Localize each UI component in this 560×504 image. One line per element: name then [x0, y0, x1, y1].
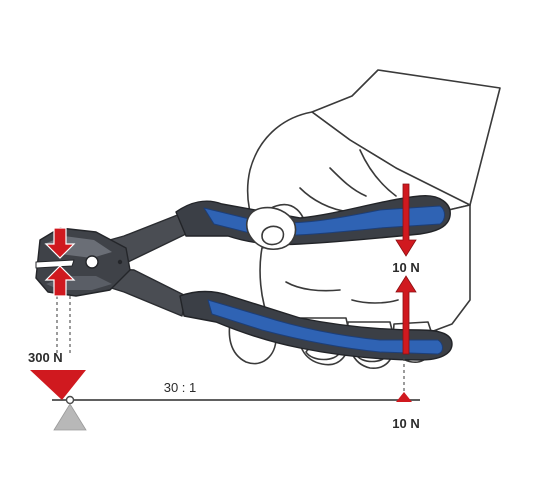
- effort-point-triangle-icon: [396, 392, 412, 402]
- hand-force-arrow-up: [395, 275, 417, 355]
- hand-force-arrow-down: [395, 183, 417, 257]
- hand-force-label: 10 N: [392, 260, 419, 275]
- load-force-triangle-icon: [30, 370, 86, 400]
- reaction-force-label: 10 N: [392, 416, 419, 431]
- ratio-label: 30 : 1: [164, 380, 197, 395]
- guide-lines: [56, 296, 405, 398]
- fulcrum-triangle-icon: [53, 403, 87, 431]
- hand-force-arrows: [395, 183, 417, 355]
- jaw-force-arrow-down: [44, 227, 76, 259]
- jaw-force-label: 300 N: [28, 350, 63, 365]
- jaw-force-arrow-up: [44, 265, 76, 297]
- pivot-point: [65, 395, 75, 405]
- finger-over-grip: [246, 206, 297, 250]
- jaw-force-arrows: [44, 227, 76, 297]
